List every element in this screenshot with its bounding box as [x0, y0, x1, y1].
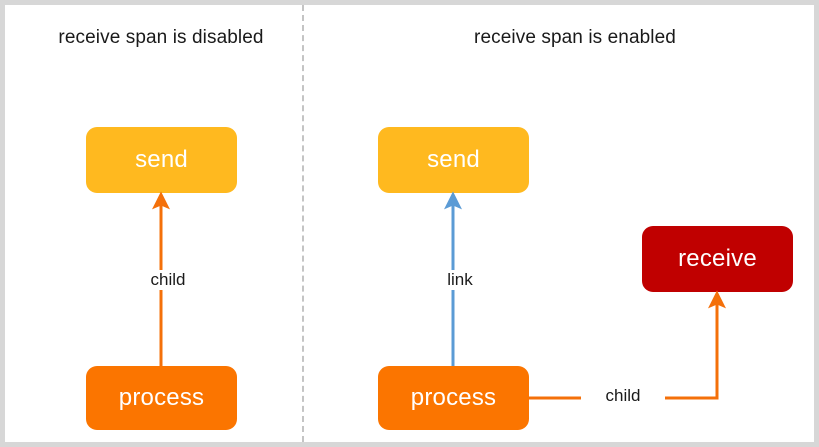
node-send-right-label: send	[427, 146, 480, 173]
node-receive-right-label: receive	[678, 245, 757, 272]
node-process-right-label: process	[410, 384, 497, 411]
node-receive-right[interactable]: receive	[642, 226, 793, 292]
edge-child-left-path	[151, 191, 170, 366]
edge-label-child-right: child	[581, 386, 665, 406]
edge-group-right-paths	[443, 191, 726, 400]
panel-title-right: receive span is enabled	[474, 27, 676, 48]
diagram-stage: receive span is disabled send process ch…	[5, 5, 814, 442]
node-send-left[interactable]: send	[86, 127, 237, 193]
node-send-right[interactable]: send	[378, 127, 529, 193]
panel-divider	[302, 5, 304, 442]
panel-title-left: receive span is disabled	[58, 27, 264, 48]
edge-group-right	[305, 5, 814, 442]
node-process-left[interactable]: process	[86, 366, 237, 430]
edge-label-child-left: child	[121, 270, 215, 290]
node-process-left-label: process	[118, 384, 205, 411]
node-process-right[interactable]: process	[378, 366, 529, 430]
node-send-left-label: send	[135, 146, 188, 173]
edge-label-link-right: link	[418, 270, 502, 290]
edge-child-left	[5, 5, 305, 442]
